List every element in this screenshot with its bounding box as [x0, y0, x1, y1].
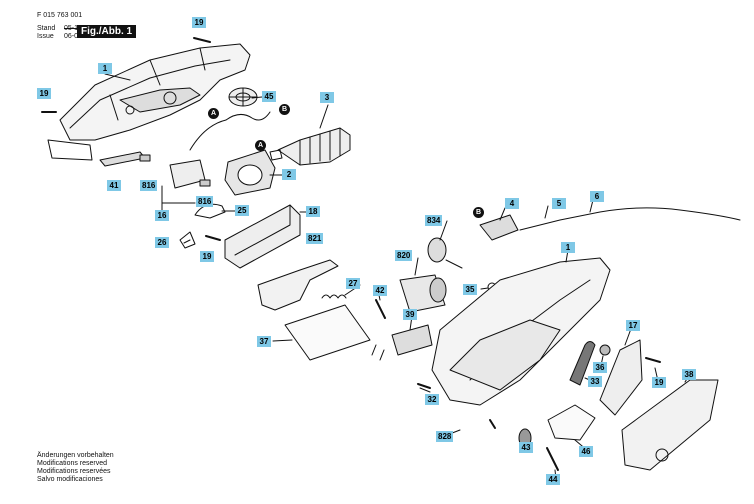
bracket-18 — [224, 204, 301, 269]
issue-label: Issue — [37, 33, 54, 40]
callout-18: 18 — [306, 206, 320, 217]
callout-41: 41 — [107, 180, 121, 191]
callout-3: 3 — [320, 92, 334, 103]
callout-19: 19 — [37, 88, 51, 99]
motor-820 — [399, 274, 447, 313]
callout-1: 1 — [98, 63, 112, 74]
fan-45 — [228, 87, 258, 107]
housing-half-right — [431, 257, 611, 406]
callout-16: 16 — [155, 210, 169, 221]
connector-b-right: B — [473, 207, 484, 218]
stator-2 — [224, 149, 276, 196]
footer-notice: Änderungen vorbehalten Modifications res… — [37, 452, 114, 484]
callout-35: 35 — [463, 284, 477, 295]
callout-27: 27 — [346, 278, 360, 289]
callout-821: 821 — [306, 233, 324, 244]
callout-38: 38 — [682, 369, 696, 380]
callout-816: 816 — [140, 180, 158, 191]
callout-4: 4 — [505, 198, 519, 209]
callout-26: 26 — [155, 237, 169, 248]
callout-19: 19 — [192, 17, 206, 28]
footer-line-fr: Modifications reservées — [37, 468, 111, 475]
housing-half-left — [47, 43, 251, 161]
footer-line-es: Salvo modificaciones — [37, 476, 103, 483]
callout-816: 816 — [196, 196, 214, 207]
callout-5: 5 — [552, 198, 566, 209]
armature-3 — [269, 127, 351, 166]
callout-6: 6 — [590, 191, 604, 202]
callout-32: 32 — [425, 394, 439, 405]
callout-44: 44 — [546, 474, 560, 485]
callout-19: 19 — [652, 377, 666, 388]
callout-820: 820 — [395, 250, 413, 261]
stand-label: Stand — [37, 25, 56, 32]
callout-2: 2 — [282, 169, 296, 180]
pulley-834 — [427, 237, 463, 269]
callout-25: 25 — [235, 205, 249, 216]
part-number: F 015 763 001 — [37, 12, 83, 19]
connector-a-left: A — [208, 108, 219, 119]
callout-1: 1 — [561, 242, 575, 253]
callout-17: 17 — [626, 320, 640, 331]
callout-39: 39 — [403, 309, 417, 320]
callout-33: 33 — [588, 376, 602, 387]
callout-42: 42 — [373, 285, 387, 296]
footer-line-en: Modifications reserved — [37, 460, 108, 467]
callout-46: 46 — [579, 446, 593, 457]
callout-37: 37 — [257, 336, 271, 347]
figure-title: Fig./Abb. 1 — [77, 25, 137, 38]
callout-36: 36 — [593, 362, 607, 373]
callout-43: 43 — [519, 442, 533, 453]
callout-19: 19 — [200, 251, 214, 262]
footer-line-de: Änderungen vorbehalten — [37, 452, 114, 459]
callout-834: 834 — [425, 215, 443, 226]
connector-b-left: B — [279, 104, 290, 115]
connector-a-right: A — [255, 140, 266, 151]
callout-828: 828 — [436, 431, 454, 442]
callout-45: 45 — [262, 91, 276, 102]
